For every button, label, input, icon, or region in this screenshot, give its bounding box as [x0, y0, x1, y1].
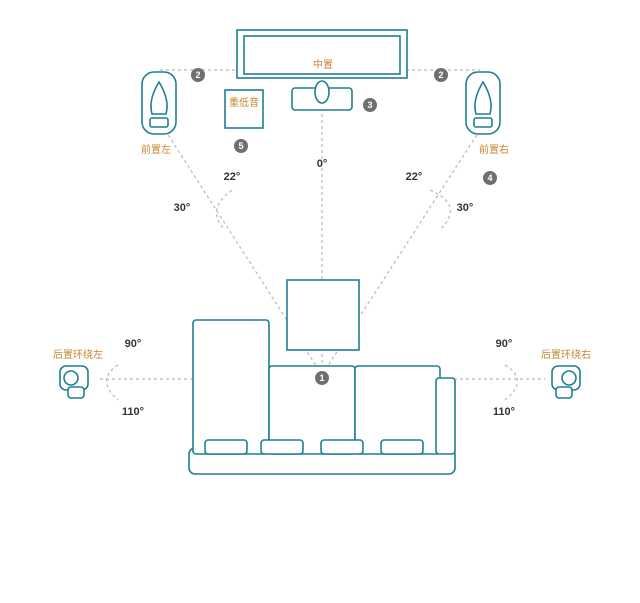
left-surround-arc: [105, 364, 119, 401]
badge-subwoofer: 5: [234, 139, 248, 153]
front-left-label: 前置左: [141, 143, 171, 156]
badge-front-right-circle: [483, 171, 497, 185]
tv-panel: [243, 35, 401, 75]
tv-screen: [236, 29, 408, 79]
sofa-section-left: [192, 319, 270, 455]
front-right-label: 前置右: [479, 143, 509, 156]
angle-label-left-22: 22°: [224, 171, 241, 183]
surround-left-speaker: [59, 365, 89, 399]
badge-front-right-number: 4: [487, 173, 492, 183]
surround-right-speaker-driver: [561, 370, 577, 386]
sofa: [188, 319, 456, 475]
badge-front-right-distance-circle: [434, 68, 448, 82]
coffee-table: [286, 279, 360, 351]
badge-front-left-distance-number: 2: [195, 70, 200, 80]
angle-label-left-30: 30°: [174, 202, 191, 214]
right-surround-arc: [504, 364, 519, 401]
center-speaker-driver: [314, 80, 330, 104]
sofa-cushion-2: [260, 439, 304, 455]
badge-subwoofer-number: 5: [238, 141, 243, 151]
badge-front-left-distance: 2: [191, 68, 205, 82]
badge-listener-circle: [315, 371, 329, 385]
front-left-speaker: [141, 71, 177, 135]
angle-label-0: 0°: [317, 158, 328, 170]
front-right-speaker-port: [473, 117, 493, 128]
subwoofer-label: 重低音: [229, 96, 259, 109]
badge-front-right: 4: [483, 171, 497, 185]
left-angle-arc: [216, 189, 233, 231]
surround-right-speaker: [551, 365, 581, 399]
angle-label-right-30: 30°: [457, 202, 474, 214]
front-left-speaker-port: [149, 117, 169, 128]
sofa-cushion-1: [204, 439, 248, 455]
angle-label-left-110: 110°: [122, 406, 144, 418]
angle-label-right-110: 110°: [493, 406, 515, 418]
surround-left-label: 后置环绕左: [53, 348, 103, 361]
surround-right-speaker-stand: [555, 386, 573, 399]
badge-listener: 1: [315, 371, 329, 385]
front-right-speaker-driver: [474, 80, 492, 115]
surround-left-speaker-driver: [63, 370, 79, 386]
center-speaker: [291, 80, 353, 111]
badge-listener-number: 1: [319, 373, 324, 383]
badge-center-number: 3: [367, 100, 372, 110]
center-label: 中置: [313, 58, 333, 71]
subwoofer: [224, 89, 264, 129]
surround-left-speaker-stand: [67, 386, 85, 399]
front-right-speaker: [465, 71, 501, 135]
angle-label-right-90: 90°: [496, 338, 513, 350]
badge-subwoofer-circle: [234, 139, 248, 153]
angle-label-left-90: 90°: [125, 338, 142, 350]
badge-center-circle: [363, 98, 377, 112]
badge-center: 3: [363, 98, 377, 112]
tv-frame: [236, 29, 408, 79]
angle-label-right-22: 22°: [406, 171, 423, 183]
subwoofer-box: [224, 89, 264, 129]
right-angle-arc: [429, 189, 451, 231]
surround-right-label: 后置环绕右: [541, 348, 591, 361]
front-left-speaker-driver: [150, 80, 168, 115]
sofa-cushion-4: [380, 439, 424, 455]
badge-front-right-distance-number: 2: [438, 70, 443, 80]
sofa-armrest: [435, 377, 456, 455]
sofa-cushion-3: [320, 439, 364, 455]
badge-front-right-distance: 2: [434, 68, 448, 82]
badge-front-left-distance-circle: [191, 68, 205, 82]
